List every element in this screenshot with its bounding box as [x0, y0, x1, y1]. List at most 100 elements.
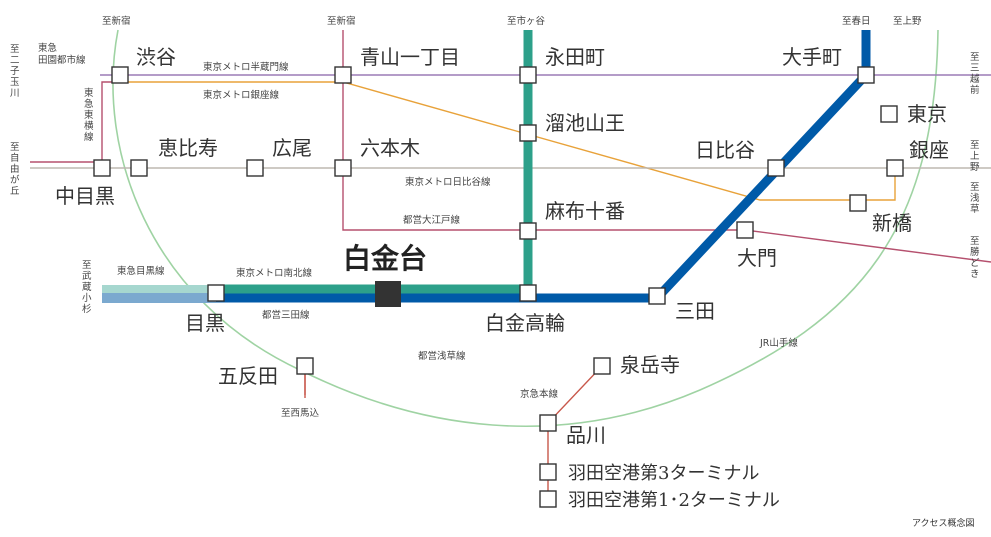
node-nagatacho — [519, 66, 537, 84]
station-shinbashi: 新橋 — [872, 211, 912, 235]
station-sengakuji: 泉岳寺 — [620, 353, 680, 377]
node-gotanda — [296, 357, 314, 375]
yamanote-line — [112, 29, 939, 428]
svg-text:小: 小 — [82, 293, 92, 304]
station-mita: 三田 — [675, 299, 715, 323]
node-mita — [648, 287, 666, 305]
dir-ueno-1: 至上野 — [893, 16, 922, 27]
svg-text:玉: 玉 — [10, 77, 20, 88]
svg-text:急: 急 — [84, 98, 94, 110]
node-tameike — [519, 124, 537, 142]
ginza-line — [120, 81, 896, 201]
svg-text:二: 二 — [10, 55, 20, 66]
label-yamanote: JR山手線 — [759, 337, 798, 349]
dir-nishimagome: 至西馬込 — [281, 408, 320, 419]
station-hibiya: 日比谷 — [695, 138, 755, 162]
station-meguro: 目黒 — [185, 311, 225, 335]
station-tokyo: 東京 — [907, 102, 947, 126]
svg-text:至: 至 — [970, 236, 980, 247]
station-shirokanetakanawa: 白金高輪 — [485, 311, 565, 335]
station-tameike: 溜池山王 — [545, 111, 625, 135]
svg-text:丘: 丘 — [10, 186, 20, 197]
dir-musashikosugi: 至 武 蔵 小 杉 — [82, 260, 92, 315]
node-aoyama — [334, 66, 352, 84]
svg-text:自: 自 — [10, 152, 20, 164]
svg-text:ど: ど — [970, 258, 980, 269]
svg-text:至: 至 — [970, 140, 980, 151]
node-shinagawa — [539, 414, 557, 432]
node-tokyo — [880, 105, 898, 123]
svg-text:浅: 浅 — [970, 192, 980, 204]
node-ginza — [886, 159, 904, 177]
svg-text:横: 横 — [84, 120, 94, 132]
caption: アクセス概念図 — [912, 517, 975, 529]
meguro-line-band-bottom — [102, 293, 216, 303]
svg-text:至: 至 — [82, 260, 92, 271]
label-hanzomon: 東京メトロ半蔵門線 — [203, 61, 289, 73]
meguro-line-band-top — [102, 285, 216, 293]
node-roppongi — [334, 159, 352, 177]
dir-futako: 至 二 子 玉 川 — [10, 44, 20, 99]
label-toyoko-den-2: 田園都市線 — [38, 54, 86, 66]
node-meguro — [207, 284, 225, 302]
svg-text:武: 武 — [82, 270, 92, 282]
dir-mitsukoshi: 至 三 越 前 — [970, 52, 980, 96]
svg-text:至: 至 — [10, 142, 20, 153]
station-ginza: 銀座 — [909, 138, 949, 162]
node-sengakuji — [593, 357, 611, 375]
node-shinbashi — [849, 194, 867, 212]
station-azabu: 麻布十番 — [545, 199, 625, 223]
node-ebisu — [130, 159, 148, 177]
label-mita: 都営三田線 — [262, 309, 310, 321]
toyoko-line — [30, 81, 120, 163]
svg-text:草: 草 — [970, 203, 980, 215]
svg-text:蔵: 蔵 — [82, 281, 92, 293]
label-meguro: 東急目黒線 — [117, 265, 165, 277]
svg-text:杉: 杉 — [82, 303, 92, 315]
dir-shinjuku-1: 至新宿 — [102, 15, 131, 27]
station-nagatacho: 永田町 — [545, 45, 605, 69]
dir-asakusa: 至 浅 草 — [970, 182, 980, 215]
dir-kasuga: 至春日 — [842, 15, 871, 27]
svg-text:三: 三 — [970, 63, 980, 74]
svg-text:至: 至 — [10, 44, 20, 55]
label-keikyu: 京急本線 — [520, 388, 559, 400]
svg-text:き: き — [970, 269, 980, 280]
station-haneda3: 羽田空港第3ターミナル — [568, 463, 759, 484]
station-aoyama: 青山一丁目 — [360, 45, 460, 69]
station-roppongi: 六本木 — [360, 136, 420, 160]
node-shibuya — [111, 66, 129, 84]
oedo-line — [342, 30, 991, 263]
station-shinagawa: 品川 — [566, 423, 606, 447]
station-daimon: 大門 — [737, 246, 777, 270]
svg-text:野: 野 — [970, 162, 980, 173]
station-ebisu: 恵比寿 — [158, 136, 218, 160]
svg-text:前: 前 — [970, 84, 980, 96]
node-daimon — [736, 221, 754, 239]
station-shibuya: 渋谷 — [136, 45, 176, 69]
label-ginza: 東京メトロ銀座線 — [203, 89, 280, 101]
node-hiroo — [246, 159, 264, 177]
mita-line — [216, 30, 871, 303]
label-toyoko: 東 急 東 横 線 — [84, 87, 94, 143]
node-otemachi — [857, 66, 875, 84]
station-otemachi: 大手町 — [782, 45, 842, 69]
svg-text:上: 上 — [970, 151, 980, 162]
svg-text:子: 子 — [10, 66, 20, 77]
dir-shinjuku-2: 至新宿 — [327, 15, 356, 27]
node-haneda12 — [539, 490, 557, 508]
station-shirokanedai: 白金台 — [343, 242, 427, 275]
svg-text:至: 至 — [970, 182, 980, 193]
label-namboku: 東京メトロ南北線 — [236, 267, 313, 279]
svg-text:由: 由 — [10, 163, 20, 175]
svg-text:川: 川 — [10, 88, 20, 99]
svg-text:が: が — [10, 174, 20, 186]
dir-jiyugaoka: 至 自 由 が 丘 — [10, 142, 20, 197]
svg-text:線: 線 — [84, 131, 94, 143]
svg-text:越: 越 — [970, 73, 980, 85]
station-hiroo: 広尾 — [272, 136, 312, 160]
svg-text:至: 至 — [970, 52, 980, 63]
node-azabu — [519, 222, 537, 240]
svg-text:勝: 勝 — [970, 246, 980, 258]
